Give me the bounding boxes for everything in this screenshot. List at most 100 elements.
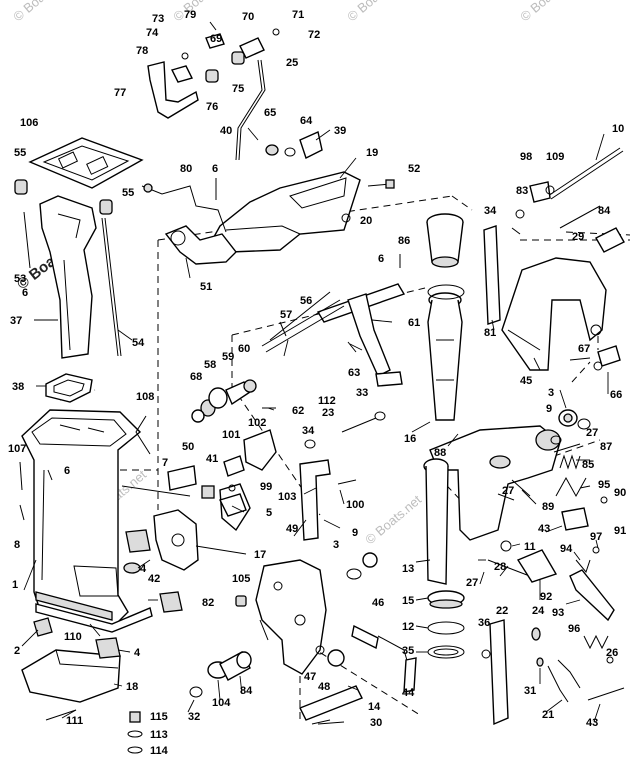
part-66-67: [593, 345, 621, 371]
callout-27-a: 27: [586, 427, 598, 439]
callout-87: 87: [600, 441, 612, 453]
callout-104: 104: [212, 697, 231, 709]
part-93-94-97-lever: [569, 546, 615, 622]
watermark-top-left: © Boats.net: [10, 0, 72, 24]
part-85-95-springs: [555, 454, 587, 498]
callout-75: 75: [232, 83, 244, 95]
callout-16: 16: [404, 433, 416, 445]
callout-44: 44: [402, 687, 415, 699]
part-17-mount-bracket: [123, 509, 199, 574]
fastener-52-20: [341, 179, 395, 223]
callout-6-top: 6: [212, 163, 218, 175]
part-12-15-35-rings: [427, 590, 465, 659]
callout-30: 30: [370, 717, 382, 729]
part-108-hook: [135, 415, 151, 455]
callout-73: 73: [152, 13, 164, 25]
callout-102: 102: [248, 417, 266, 429]
part-99-small: [228, 484, 236, 492]
callout-7: 7: [162, 457, 168, 469]
callout-27-b: 27: [502, 485, 514, 497]
callout-48: 48: [318, 681, 330, 693]
leader-lines: [21, 127, 609, 725]
part-70-79-linkage: [147, 21, 280, 119]
callout-1: 1: [12, 579, 18, 591]
part-110-strip: [35, 603, 153, 633]
callout-107: 107: [8, 443, 26, 455]
callout-60: 60: [238, 343, 250, 355]
callout-62: 62: [292, 405, 304, 417]
callout-100: 100: [346, 499, 364, 511]
callout-93: 93: [552, 607, 564, 619]
callout-89: 89: [542, 501, 554, 513]
callout-6-center: 6: [378, 253, 384, 265]
watermark-top-right: © Boats.net: [344, 0, 406, 24]
callout-28: 28: [494, 561, 506, 573]
watermark-top-mid: © Boats.net: [170, 0, 232, 24]
part-19-upper-cover: [209, 171, 361, 253]
callout-79: 79: [184, 9, 196, 21]
part-106-gasket-plate: [28, 137, 144, 189]
part-3-9-27-87: [550, 409, 591, 453]
callout-22: 22: [496, 605, 508, 617]
callout-4-lower: 4: [134, 647, 141, 659]
callout-34-top: 34: [484, 205, 497, 217]
callout-74: 74: [146, 27, 159, 39]
callout-106: 106: [20, 117, 38, 129]
callout-26: 26: [606, 647, 618, 659]
part-43-90-91: [561, 496, 608, 531]
callout-80: 80: [180, 163, 192, 175]
callout-66: 66: [610, 389, 622, 401]
part-58-60-68-cylinder: [191, 379, 257, 423]
callout-29: 29: [572, 231, 584, 243]
callout-103: 103: [278, 491, 296, 503]
part-23-33-34-100-103: [299, 411, 386, 541]
fastener-screws-6: [215, 178, 401, 268]
part-27-89-pins: [497, 479, 531, 501]
part-56-61-arms: [261, 283, 406, 387]
watermark-bottom-mid: © Boats.net: [362, 492, 424, 548]
part-22-24-36: [481, 619, 541, 726]
callout-36: 36: [478, 617, 490, 629]
callout-11: 11: [524, 541, 536, 553]
callout-15: 15: [402, 595, 414, 607]
callout-50: 50: [182, 441, 194, 453]
callout-6-left: 6: [22, 287, 28, 299]
callout-3-right: 3: [548, 387, 554, 399]
callout-37: 37: [10, 315, 22, 327]
callout-55-a: 55: [14, 147, 26, 159]
callout-10: 10: [612, 123, 624, 135]
callout-38: 38: [12, 381, 24, 393]
part-51-bracket: [164, 225, 237, 265]
part-5-bracket: [219, 493, 247, 517]
callout-5: 5: [266, 507, 272, 519]
callout-108: 108: [136, 391, 154, 403]
callout-63: 63: [348, 367, 360, 379]
callout-78: 78: [136, 45, 148, 57]
callout-71: 71: [292, 9, 304, 21]
callout-98: 98: [520, 151, 532, 163]
callout-4-upper: 4: [140, 563, 147, 575]
callout-76: 76: [206, 101, 218, 113]
callout-13: 13: [402, 563, 414, 575]
callout-labels: 1 2 3 3 4 4 5 6 6 6 6 7 8 9 9 10 11 12 1…: [8, 9, 626, 757]
callout-34-center: 34: [302, 425, 315, 437]
part-45-stern-bracket-right: [501, 257, 607, 371]
callout-69: 69: [210, 33, 222, 45]
callout-43-a: 43: [538, 523, 550, 535]
callout-95: 95: [598, 479, 610, 491]
callout-81: 81: [484, 327, 496, 339]
callout-14: 14: [368, 701, 381, 713]
callout-99: 99: [260, 481, 272, 493]
callout-94: 94: [560, 543, 573, 555]
watermark-top-far-right: © Boats.net: [517, 0, 579, 24]
callout-84-top: 84: [598, 205, 611, 217]
callout-33: 33: [356, 387, 368, 399]
part-3-9-washers: [346, 552, 378, 580]
part-83-98-109: [511, 181, 555, 235]
callout-97: 97: [590, 531, 602, 543]
callout-20: 20: [360, 215, 372, 227]
callout-72: 72: [308, 29, 320, 41]
callout-18: 18: [126, 681, 138, 693]
callout-2: 2: [14, 645, 20, 657]
